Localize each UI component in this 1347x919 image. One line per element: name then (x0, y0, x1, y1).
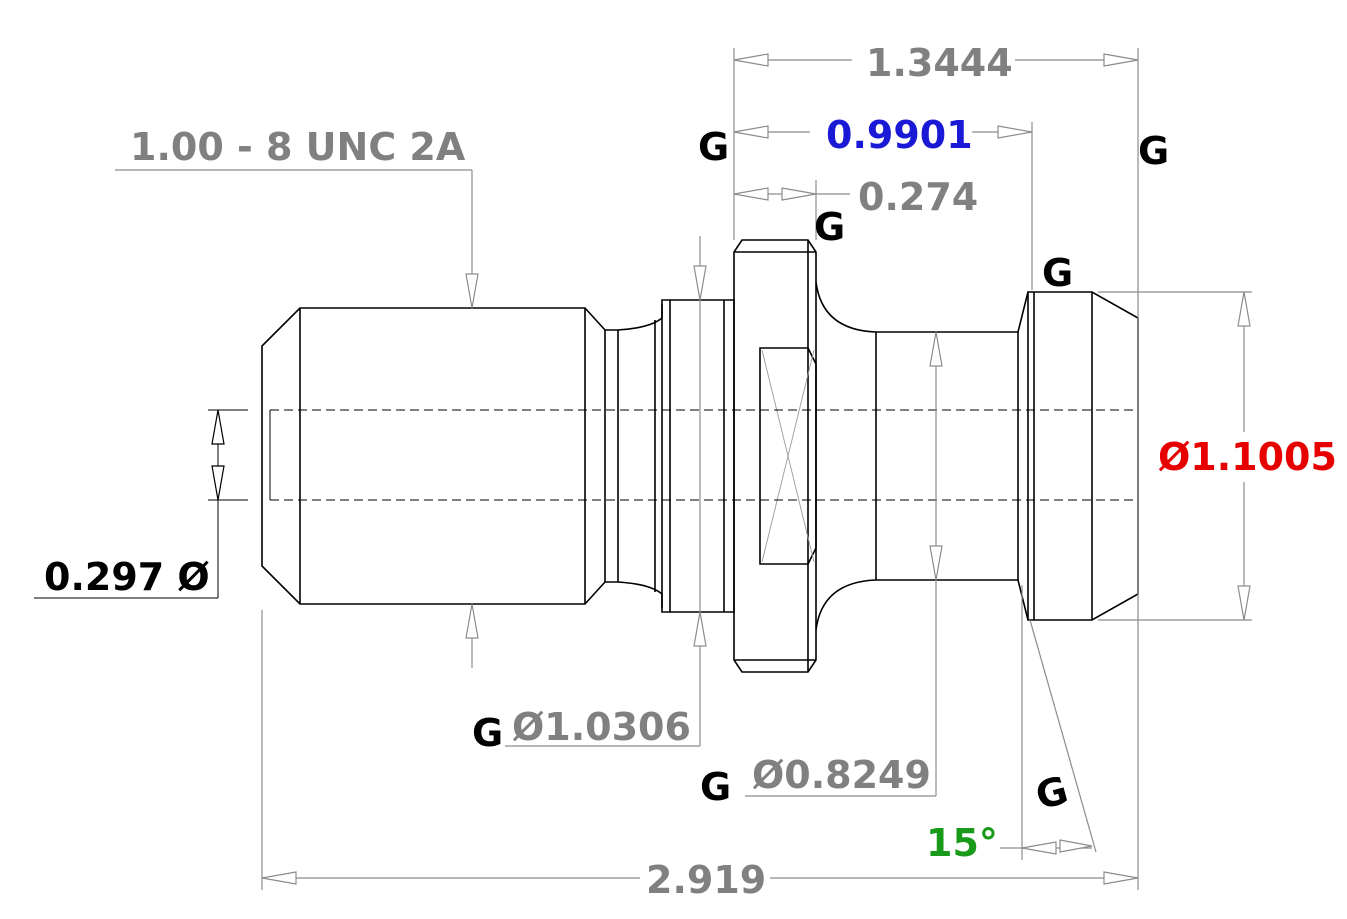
collar (661, 299, 671, 613)
arrow-angle-right (1059, 839, 1093, 853)
arrow-0p9901-left (733, 125, 769, 139)
dim-gauge-length-total: 1.3444 (866, 41, 1013, 85)
gauge-mark-g: G (700, 765, 731, 809)
gauge-mark-g: G (1138, 129, 1169, 173)
gauge-marks: G G G G G G G (472, 125, 1169, 818)
arrow-1p0306-bottom (693, 611, 707, 647)
dimension-lines (34, 48, 1252, 890)
dim-flange-width: 0.274 (858, 175, 978, 219)
relief-groove (605, 304, 663, 608)
arrow-0p8249-bottom (929, 545, 943, 581)
dim-thru-hole: 0.297 Ø (44, 555, 210, 599)
flange (733, 239, 817, 673)
arrow-hole-top (211, 409, 225, 445)
neck-fillet (815, 281, 1029, 631)
head (1027, 291, 1139, 621)
arrow-1p0306-top (693, 265, 707, 301)
dim-flange-diameter: Ø1.0306 (512, 705, 691, 749)
dim-gauge-length: 0.9901 (826, 113, 973, 157)
thread-shank (261, 307, 606, 605)
arrow-1p3444-right (1103, 53, 1139, 67)
arrow-overall-left (261, 871, 297, 885)
arrow-angle-left (1021, 841, 1057, 855)
arrow-0p274-left (733, 187, 769, 201)
dim-neck-diameter: Ø0.8249 (752, 753, 931, 797)
wrench-flat (759, 347, 817, 565)
part-outline (261, 239, 1139, 673)
arrow-thread-top (465, 273, 479, 309)
gauge-mark-g: G (698, 125, 729, 169)
gauge-mark-g: G (814, 205, 845, 249)
arrow-1p1005-bottom (1237, 585, 1251, 621)
arrow-1p3444-left (733, 53, 769, 67)
gauge-mark-g: G (1042, 251, 1073, 295)
arrow-0p8249-top (929, 331, 943, 367)
arrow-thread-bottom (465, 603, 479, 639)
arrow-hole-bottom (211, 465, 225, 501)
gauge-mark-g: G (1031, 768, 1073, 819)
arrow-0p274-right (781, 187, 817, 201)
wrench-cross-b (761, 349, 815, 563)
arrow-0p9901-right (997, 125, 1033, 139)
thread-callout: 1.00 - 8 UNC 2A (130, 125, 466, 169)
arrow-1p1005-top (1237, 291, 1251, 327)
arrow-overall-right (1103, 871, 1139, 885)
dim-taper-angle: 15° (926, 821, 998, 865)
angle-ext-slant (1029, 619, 1097, 853)
dim-overall-length: 2.919 (646, 858, 766, 902)
gauge-mark-g: G (472, 711, 503, 755)
dim-head-diameter: Ø1.1005 (1158, 435, 1337, 479)
dimension-labels: 2.919 1.3444 0.9901 0.274 1.00 - 8 UNC 2… (44, 41, 1337, 902)
